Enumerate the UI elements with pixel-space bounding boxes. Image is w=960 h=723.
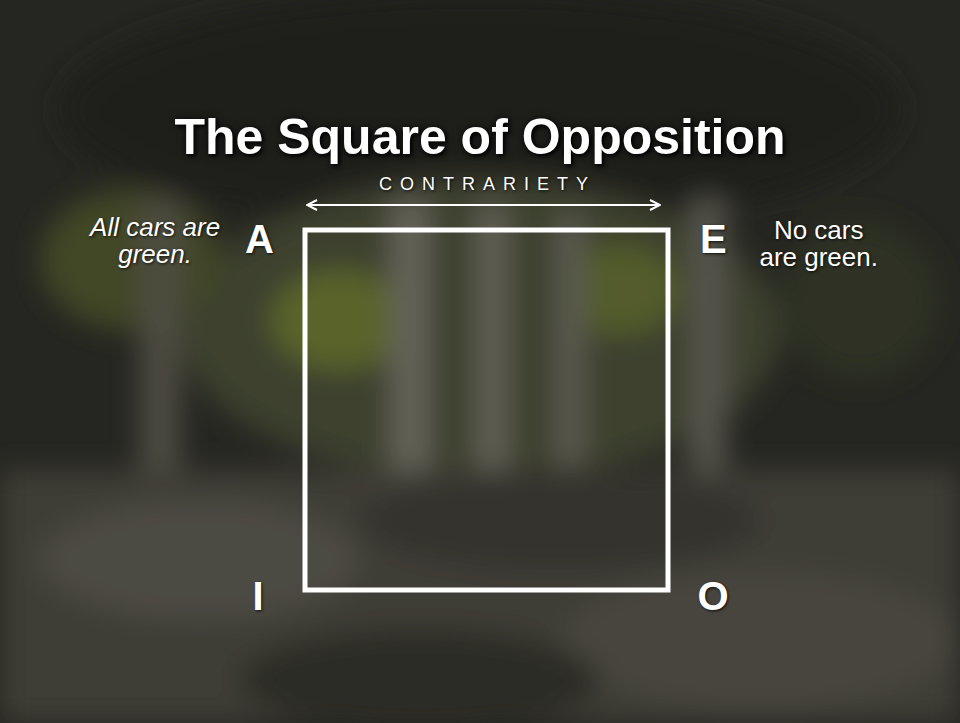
corner-node: O <box>691 572 734 620</box>
corner-letter: A <box>245 219 274 259</box>
corner-node: A All cars are green. <box>79 196 307 275</box>
corner-node: E No cars are green. <box>660 196 887 278</box>
corner-letter: E <box>700 219 727 259</box>
proposition-text: No cars are green. <box>757 217 881 272</box>
proposition-text: All cars are green. <box>85 214 225 269</box>
corner-letter: O <box>697 576 728 616</box>
relation-label: CONTRARIETY <box>371 175 596 195</box>
corner-node: I <box>246 572 269 620</box>
square-outline <box>305 230 668 590</box>
contrariety-arrow <box>307 204 660 206</box>
corner-letter: I <box>252 576 263 616</box>
slide-title: The Square of Opposition <box>0 110 960 165</box>
